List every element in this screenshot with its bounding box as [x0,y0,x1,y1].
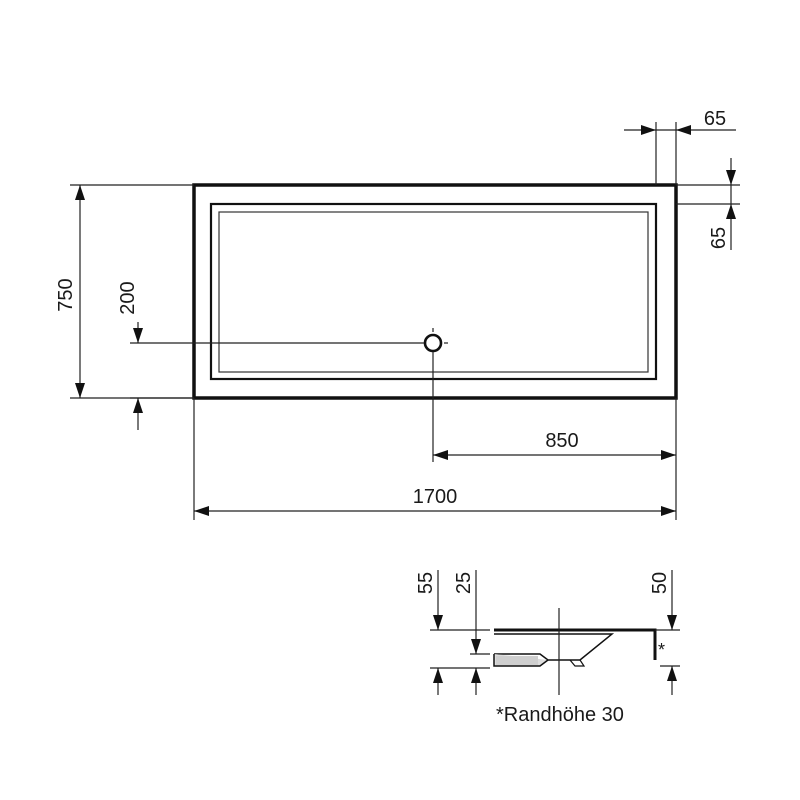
drain-x-label: 850 [545,430,578,452]
floor-height-label: 25 [453,572,475,594]
total-height-label: 55 [415,572,437,594]
edge-marker: * [658,640,665,660]
dimension-rim-horizontal: 65 [624,108,736,185]
dimension-rim-vertical: 65 [676,158,740,250]
dimension-drain-x: 850 [433,430,676,460]
tray-profile [493,608,657,695]
edge-height-label: 50 [649,572,671,594]
rim-horizontal-label: 65 [704,108,726,130]
plan-view: 750 200 850 1700 [55,108,740,520]
drain-offset-label: 200 [117,281,139,314]
dimension-width: 1700 [193,398,677,520]
dimension-total-height: 55 [415,570,490,695]
width-label: 1700 [413,486,458,508]
dimension-edge-height: 50 [649,570,680,695]
rim-vertical-label: 65 [708,227,730,249]
drain-icon [423,328,448,353]
section-footnote: *Randhöhe 30 [496,704,624,726]
tray-outline [192,183,678,400]
section-view: 55 25 50 * *Randhöhe 30 [415,570,680,726]
dimension-floor-height: 25 [453,570,490,695]
depth-label: 750 [55,278,77,311]
dimension-drain-offset: 200 [117,281,194,430]
